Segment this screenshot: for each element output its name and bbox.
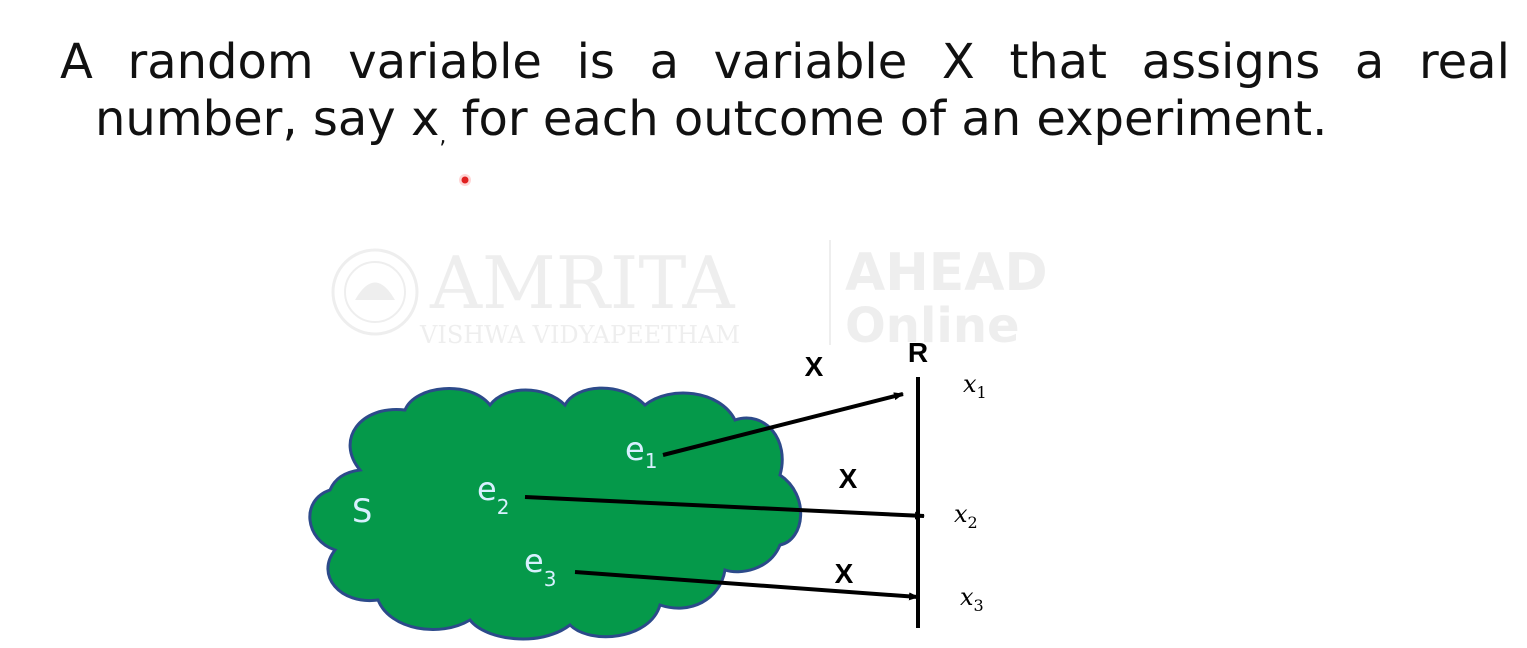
- outcome-e2: e2: [477, 470, 509, 519]
- mapping-label-3: X: [835, 558, 854, 589]
- value-x3: x3: [960, 583, 984, 615]
- word: variable: [713, 34, 908, 90]
- word: real: [1418, 34, 1510, 90]
- word: assigns: [1141, 34, 1321, 90]
- line2-comma: ,: [439, 124, 447, 149]
- outcome-e3: e3: [524, 542, 556, 591]
- watermark-subbrand: VISHWA VIDYAPEETHAM: [419, 321, 740, 349]
- word: X: [941, 34, 975, 90]
- mapping-arrow-e2: [524, 495, 925, 520]
- line2-text: number, say x: [95, 91, 440, 147]
- watermark-partner-bottom: Online: [845, 298, 1020, 354]
- mapping-arrow-e3: [574, 570, 919, 601]
- word: a: [649, 34, 679, 90]
- value-x2: x2: [954, 500, 978, 532]
- university-seal-icon: [331, 248, 419, 336]
- value-x1: x1: [963, 370, 987, 402]
- watermark: AMRITA VISHWA VIDYAPEETHAM AHEAD Online: [331, 240, 1048, 354]
- real-line-label: R: [908, 337, 928, 368]
- word: a: [1354, 34, 1385, 90]
- word: that: [1009, 34, 1107, 90]
- watermark-partner-top: AHEAD: [845, 243, 1048, 303]
- outcome-e1: e1: [625, 430, 657, 473]
- mapping-arrow-e1: [662, 392, 904, 457]
- word: A: [60, 34, 93, 90]
- definition-line-2: number, say x, for each outcome of an ex…: [95, 95, 1327, 148]
- sample-space-cloud: [308, 386, 803, 641]
- word: is: [576, 34, 615, 90]
- laser-pointer-icon: [459, 174, 471, 186]
- watermark-brand: AMRITA: [429, 241, 735, 325]
- line2-rest: for each outcome of an experiment.: [446, 91, 1328, 147]
- mapping-label-2: X: [839, 463, 858, 494]
- definition-line-1: A random variable is a variable X that a…: [60, 38, 1510, 86]
- mapping-label-1: X: [805, 351, 824, 382]
- word: variable: [348, 34, 542, 90]
- word: random: [127, 34, 314, 90]
- sample-space-label: S: [352, 492, 372, 530]
